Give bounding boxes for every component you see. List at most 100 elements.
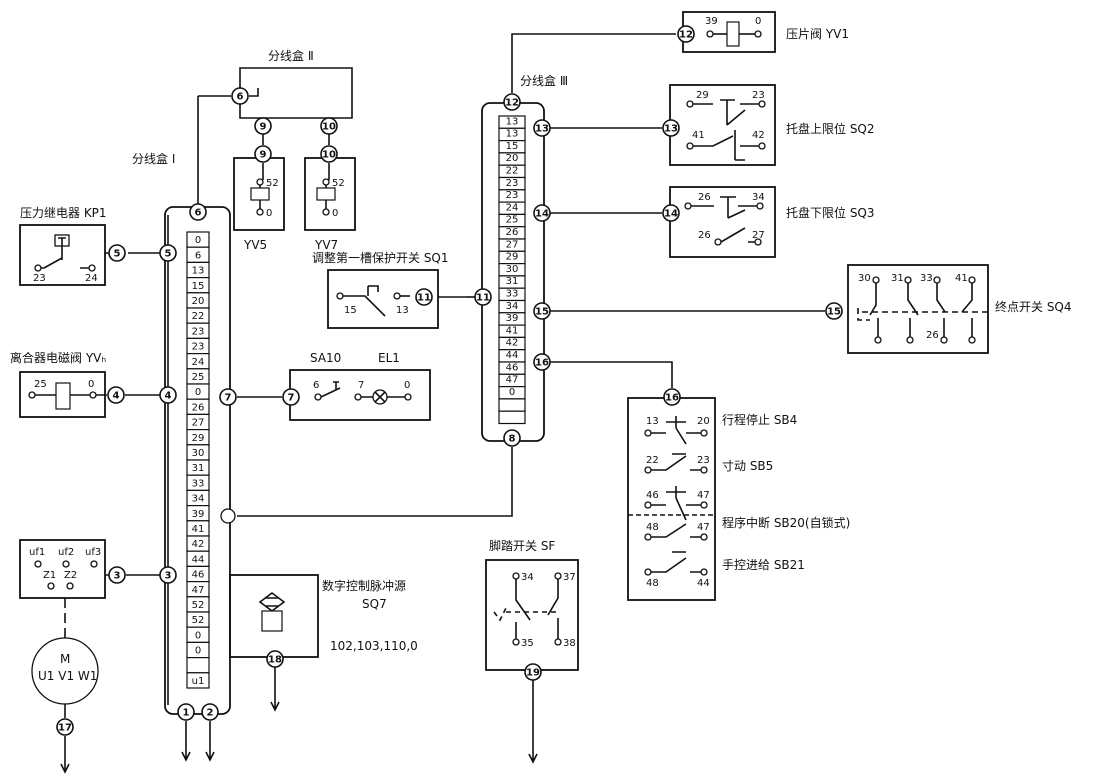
svg-text:6: 6 — [313, 380, 319, 391]
strip1-cell-label: 20 — [192, 296, 205, 307]
strip1-cell-label: 41 — [192, 524, 205, 535]
svg-text:11: 11 — [476, 293, 490, 304]
terminal-strip-2: 1313152022232324252627293031333439414244… — [498, 115, 526, 425]
junction-box-1-label: 分线盒 Ⅰ — [132, 151, 175, 166]
svg-text:13: 13 — [535, 124, 549, 135]
svg-text:6: 6 — [195, 208, 202, 219]
connection-node-12: 12 — [677, 25, 695, 43]
svg-text:6: 6 — [237, 92, 244, 103]
strip2-cell-label: 39 — [506, 313, 519, 324]
strip2-cell-label: 25 — [506, 215, 519, 226]
svg-text:7: 7 — [358, 380, 364, 391]
connection-node-11: 11 — [415, 288, 433, 306]
strip2-cell-label: 29 — [506, 252, 519, 263]
connection-node-8: 8 — [503, 429, 521, 447]
strip1-cell-label: 23 — [192, 326, 205, 337]
svg-text:41: 41 — [955, 273, 968, 284]
strip2-cell-label: 20 — [506, 153, 519, 164]
svg-text:26: 26 — [698, 230, 711, 241]
connection-node-15: 15 — [533, 302, 551, 320]
svg-text:23: 23 — [33, 273, 46, 284]
strip2-cell-label: 31 — [506, 276, 519, 287]
strip1-cell-label: 52 — [192, 615, 205, 626]
connection-node-19: 19 — [524, 663, 542, 681]
terminal-strip-1: 0613152022232324250262729303133343941424… — [186, 231, 210, 689]
strip2-cell-label: 23 — [506, 190, 519, 201]
svg-text:48: 48 — [646, 522, 659, 533]
svg-text:8: 8 — [509, 434, 516, 445]
svg-text:34: 34 — [752, 192, 765, 203]
junction-box-2-label: 分线盒 Ⅱ — [268, 48, 314, 63]
strip2-cell-label: 15 — [506, 141, 519, 152]
strip1-cell — [186, 672, 210, 689]
strip1-cell-label: 29 — [192, 433, 205, 444]
svg-text:14: 14 — [535, 209, 549, 220]
svg-text:0: 0 — [332, 208, 338, 219]
svg-text:12: 12 — [505, 98, 519, 109]
sb21-label: 手控进给 SB21 — [722, 558, 805, 572]
connection-node-4: 4 — [159, 386, 177, 404]
strip2-cell-label: 42 — [506, 338, 519, 349]
connection-node-13: 13 — [662, 119, 680, 137]
svg-text:52: 52 — [266, 178, 279, 189]
svg-text:33: 33 — [920, 273, 933, 284]
strip1-cell-label: 46 — [192, 570, 205, 581]
connection-node-16: 16 — [663, 388, 681, 406]
svg-text:19: 19 — [526, 668, 540, 679]
svg-text:10: 10 — [322, 150, 336, 161]
connection-node-7: 7 — [219, 388, 237, 406]
svg-text:42: 42 — [752, 130, 765, 141]
svg-text:31: 31 — [891, 273, 904, 284]
strip2-cell — [498, 398, 526, 412]
strip1-cell-label: 6 — [195, 250, 201, 261]
svg-text:52: 52 — [332, 178, 345, 189]
connection-node-6: 6 — [189, 203, 207, 221]
svg-text:47: 47 — [697, 522, 710, 533]
connection-node-14: 14 — [533, 204, 551, 222]
svg-text:23: 23 — [752, 90, 765, 101]
connection-node-7: 7 — [282, 388, 300, 406]
connection-node-15: 15 — [825, 302, 843, 320]
strip1-cell-label: 15 — [192, 281, 205, 292]
svg-text:34: 34 — [521, 572, 534, 583]
strip2-cell-label: 13 — [506, 129, 519, 140]
connection-node-12: 12 — [503, 93, 521, 111]
sa10-label: SA10 — [310, 351, 341, 365]
rectifier-box — [19, 539, 106, 599]
svg-text:26: 26 — [698, 192, 711, 203]
connection-node-6: 6 — [231, 87, 249, 105]
strip1-cell-label: 30 — [192, 448, 205, 459]
svg-text:26: 26 — [926, 330, 939, 341]
sq7-label-line3: 102,103,110,0 — [330, 639, 418, 653]
strip1-cell-label: 34 — [192, 494, 205, 505]
strip2-cell-label: 33 — [506, 289, 519, 300]
connection-node-10: 10 — [320, 145, 338, 163]
connection-node-17: 17 — [56, 718, 74, 736]
strip2-cell-label: 41 — [506, 325, 519, 336]
yv1-label: 压片阀 YV1 — [786, 27, 849, 41]
svg-text:29: 29 — [696, 90, 709, 101]
svg-text:uf2: uf2 — [58, 547, 74, 558]
svg-text:47: 47 — [697, 490, 710, 501]
svg-text:44: 44 — [697, 578, 710, 589]
svg-text:24: 24 — [85, 273, 98, 284]
svg-text:16: 16 — [535, 358, 549, 369]
svg-text:uf1: uf1 — [29, 547, 45, 558]
svg-text:46: 46 — [646, 490, 659, 501]
strip1-cell-label: 44 — [192, 554, 205, 565]
svg-text:U1 V1 W1: U1 V1 W1 — [38, 669, 97, 683]
strip2-cell — [498, 410, 526, 425]
svg-text:13: 13 — [646, 416, 659, 427]
svg-text:18: 18 — [268, 655, 282, 666]
svg-text:3: 3 — [114, 571, 121, 582]
connection-node-18: 18 — [266, 650, 284, 668]
strip1-cell — [186, 656, 210, 674]
strip1-cell-label: 27 — [192, 418, 205, 429]
strip1-cell-label: 39 — [192, 509, 205, 520]
svg-text:15: 15 — [535, 307, 549, 318]
svg-text:4: 4 — [113, 391, 120, 402]
connection-node-9: 9 — [254, 117, 272, 135]
sb5-label: 寸动 SB5 — [722, 459, 773, 473]
connection-node-5: 5 — [108, 244, 126, 262]
